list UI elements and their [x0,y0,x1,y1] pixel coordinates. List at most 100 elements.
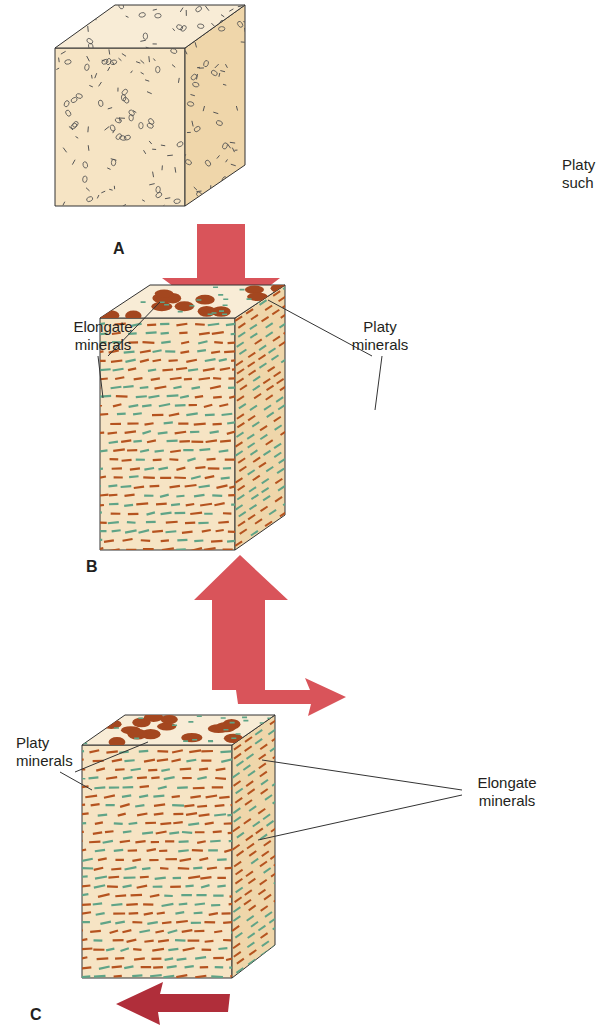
texture-stroke [263,379,270,384]
texture-stroke [204,921,215,924]
texture-stroke [160,867,168,870]
texture-stroke [168,949,178,950]
texture-stroke [261,969,268,974]
texture-stroke [105,830,114,833]
texture-stroke [127,940,137,942]
texture-stroke [235,541,242,546]
texture-stroke [139,530,150,533]
texture-stroke [143,903,153,905]
texture-stroke [152,149,156,150]
texture-stroke [176,368,187,369]
texture-stroke [154,386,166,388]
texture-stroke [193,866,202,869]
texture-stroke [163,976,174,978]
texture-stroke [136,459,145,461]
texture-stroke [162,922,171,923]
texture-stroke [139,12,146,18]
texture-stroke [223,304,228,306]
texture-stroke [278,486,285,491]
texture-stroke [202,530,211,532]
texture-stroke [237,959,244,964]
panel-letter: B [86,558,116,576]
texture-stroke [203,60,209,68]
texture-stroke [184,378,192,381]
texture-stroke [184,805,194,806]
texture-stroke [179,440,190,443]
texture-stroke [240,385,247,390]
texture-stroke [191,31,199,38]
texture-stroke [90,459,99,461]
texture-stroke [258,926,265,931]
texture-stroke [246,309,253,314]
texture-stroke [275,560,282,565]
texture-stroke [244,819,251,824]
texture-stroke [70,96,78,103]
texture-stroke [181,894,192,896]
texture-stroke [95,17,97,20]
texture-stroke [176,921,188,922]
texture-stroke [238,486,245,491]
texture-stroke [118,2,125,10]
texture-stroke [235,442,242,447]
texture-stroke [133,110,136,112]
texture-stroke [111,360,122,361]
texture-stroke [201,750,213,753]
texture-group [56,2,242,50]
texture-stroke [193,32,195,35]
texture-stroke [267,412,274,417]
texture-stroke [91,388,100,389]
texture-stroke [195,976,206,978]
texture-stroke [277,469,284,474]
texture-stroke [96,477,106,479]
texture-stroke [213,830,222,833]
texture-stroke [165,840,174,842]
texture-stroke [218,521,229,524]
texture-stroke [65,5,69,8]
texture-stroke [121,485,132,488]
texture-stroke [159,404,170,406]
texture-stroke [186,360,197,362]
texture-stroke [115,768,124,771]
texture-stroke [129,823,138,824]
texture-stroke [122,930,131,932]
texture-stroke [247,844,254,849]
texture-stroke [248,362,255,367]
texture-stroke [113,404,121,406]
texture-stroke [94,885,105,887]
texture-group [56,48,183,209]
texture-stroke [197,350,206,351]
texture-stroke [115,922,125,924]
texture-stroke [249,370,256,375]
texture-stroke [275,479,282,484]
texture-stroke [201,759,211,761]
texture-stroke [147,922,157,924]
texture-stroke [155,878,166,879]
texture-stroke [238,584,245,589]
texture-stroke [179,840,189,843]
texture-stroke [129,912,139,915]
texture-stroke [106,949,114,951]
texture-stroke [154,813,164,814]
texture-stroke [215,64,219,68]
texture-stroke [221,478,230,479]
texture-stroke [268,730,275,735]
texture-stroke [164,895,172,897]
texture-stroke [218,26,225,31]
texture-stroke [112,62,114,65]
texture-stroke [144,760,155,762]
texture-stroke [228,832,240,833]
texture-stroke [257,711,264,716]
platy-mineral-blob [215,722,236,732]
texture-stroke [275,425,282,430]
texture-stroke [176,324,187,326]
texture-stroke [247,942,254,947]
texture-stroke [178,423,188,425]
texture-stroke [262,559,269,564]
texture-stroke [278,279,285,284]
texture-stroke [93,832,102,833]
texture-stroke [175,912,184,913]
texture-stroke [146,521,156,523]
texture-stroke [61,51,66,54]
texture-stroke [97,195,99,198]
texture-stroke [178,867,189,870]
